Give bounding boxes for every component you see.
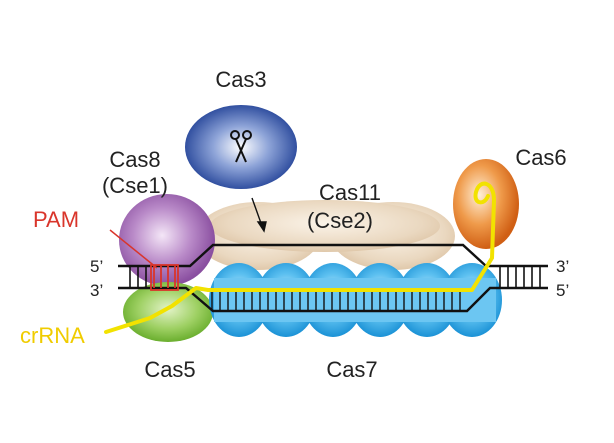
pam-rungs (150, 264, 179, 291)
scissors-icon (230, 130, 252, 163)
crrna-strand (104, 181, 496, 334)
cas7-label: Cas7 (326, 357, 377, 382)
dna-rungs-left (129, 266, 147, 288)
right-top-3prime-label: 3’ (556, 257, 569, 276)
dna-rungs-right (499, 266, 541, 288)
crrna-label: crRNA (20, 323, 85, 348)
cas3-protein (185, 105, 297, 189)
pam-leader-line (109, 229, 158, 269)
cas8-protein (119, 194, 215, 286)
left-bottom-3prime-label: 3’ (90, 281, 103, 300)
pam-label: PAM (33, 207, 79, 232)
rloop-rungs (211, 292, 461, 310)
cas5-protein (123, 282, 213, 342)
cas6-label: Cas6 (515, 145, 566, 170)
cas3-action-arrow (251, 197, 267, 233)
cse2-label: (Cse2) (307, 208, 373, 233)
cas6-protein (453, 159, 519, 249)
cas8-label: Cas8 (109, 147, 160, 172)
cas7-backbone (209, 263, 502, 337)
left-top-5prime-label: 5’ (90, 257, 103, 276)
cas3-label: Cas3 (215, 67, 266, 92)
cas11-label: Cas11 (319, 180, 381, 205)
right-bottom-5prime-label: 5’ (556, 281, 569, 300)
cas5-label: Cas5 (144, 357, 195, 382)
cse1-label: (Cse1) (102, 173, 168, 198)
cas11-protein (196, 200, 455, 270)
